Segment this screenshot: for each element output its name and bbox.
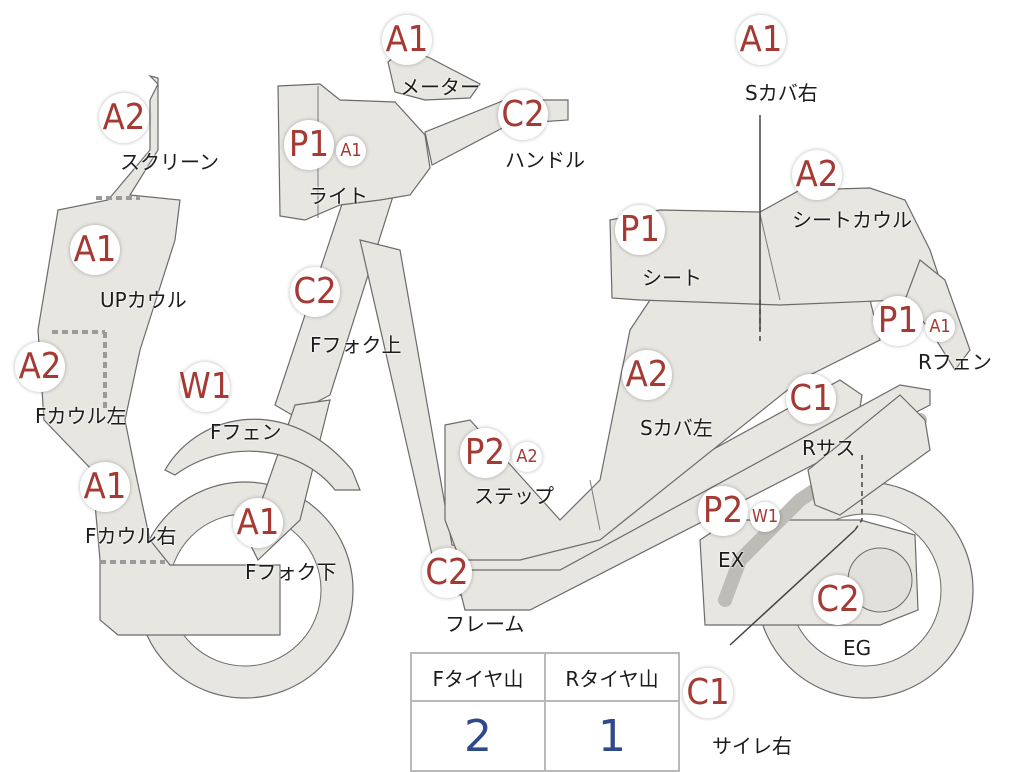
f-fender-grade: W1: [179, 362, 231, 412]
f-fork-lower-grade: A1: [233, 498, 283, 548]
tire-table-value-row: 2 1: [410, 700, 680, 772]
step-label: ステップ: [474, 484, 554, 508]
f-fork-lower-label: Fフォク下: [245, 560, 337, 584]
frame-grade: C2: [422, 548, 472, 598]
r-fender-grade: P1: [873, 296, 923, 346]
seat-grade: P1: [615, 205, 665, 255]
s-cover-left-grade: A2: [622, 350, 672, 400]
f-fork-upper-label: Fフォク上: [310, 333, 402, 357]
seat-cowl-grade: A2: [792, 150, 842, 200]
screen-grade: A2: [99, 93, 149, 143]
step-grade: P2: [460, 428, 510, 478]
tire-table-header-row: Fタイヤ山 Rタイヤ山: [410, 652, 680, 702]
step-sub-grade: A2: [512, 442, 542, 472]
r-fender-label: Rフェン: [918, 350, 992, 374]
f-cowl-right-grade: A1: [80, 462, 130, 512]
exhaust-grade: P2: [698, 486, 748, 536]
exhaust-sub-grade: W1: [750, 502, 780, 532]
f-cowl-left-grade: A2: [15, 342, 65, 392]
f-cowl-right-label: Fカウル右: [85, 524, 177, 548]
meter-label: メーター: [400, 75, 480, 99]
r-suspension-label: Rサス: [802, 436, 856, 460]
rear-tire-value: 1: [544, 700, 680, 772]
front-tire-value: 2: [410, 700, 546, 772]
s-cover-left-label: Sカバ左: [640, 416, 713, 440]
f-fork-upper-grade: C2: [290, 267, 340, 317]
screen-label: スクリーン: [120, 150, 219, 174]
handle-grade: C2: [498, 90, 548, 140]
s-cover-right-grade: A1: [736, 15, 786, 65]
s-cover-right-label: Sカバ右: [745, 81, 818, 105]
f-cowl-left-label: Fカウル左: [35, 404, 127, 428]
seat-label: シート: [642, 266, 702, 290]
exhaust-label: EX: [718, 548, 745, 572]
rear-tire-header: Rタイヤ山: [544, 652, 680, 702]
front-fender-shape: [164, 418, 361, 491]
light-sub-grade: A1: [336, 136, 366, 166]
side-cover-right-label: サイレ右: [712, 734, 792, 758]
tire-tread-table: Fタイヤ山 Rタイヤ山 2 1: [410, 652, 680, 772]
meter-grade: A1: [382, 15, 432, 65]
light-label: ライト: [308, 184, 368, 208]
light-grade: P1: [284, 120, 334, 170]
front-tire-header: Fタイヤ山: [410, 652, 546, 702]
side-cover-right-grade: C1: [683, 668, 733, 718]
up-cowl-grade: A1: [70, 225, 120, 275]
frame-label: フレーム: [445, 612, 525, 636]
seat-cowl-label: シートカウル: [792, 208, 912, 232]
rear-suspension-shape: [807, 394, 931, 516]
r-suspension-grade: C1: [786, 374, 836, 424]
engine-grade: C2: [813, 575, 863, 625]
handle-label: ハンドル: [505, 148, 585, 172]
up-cowl-label: UPカウル: [100, 288, 187, 312]
engine-label: EG: [843, 636, 872, 660]
f-fender-label: Fフェン: [210, 420, 282, 444]
frame-lower-shape: [454, 384, 931, 611]
r-fender-sub-grade: A1: [925, 312, 955, 342]
